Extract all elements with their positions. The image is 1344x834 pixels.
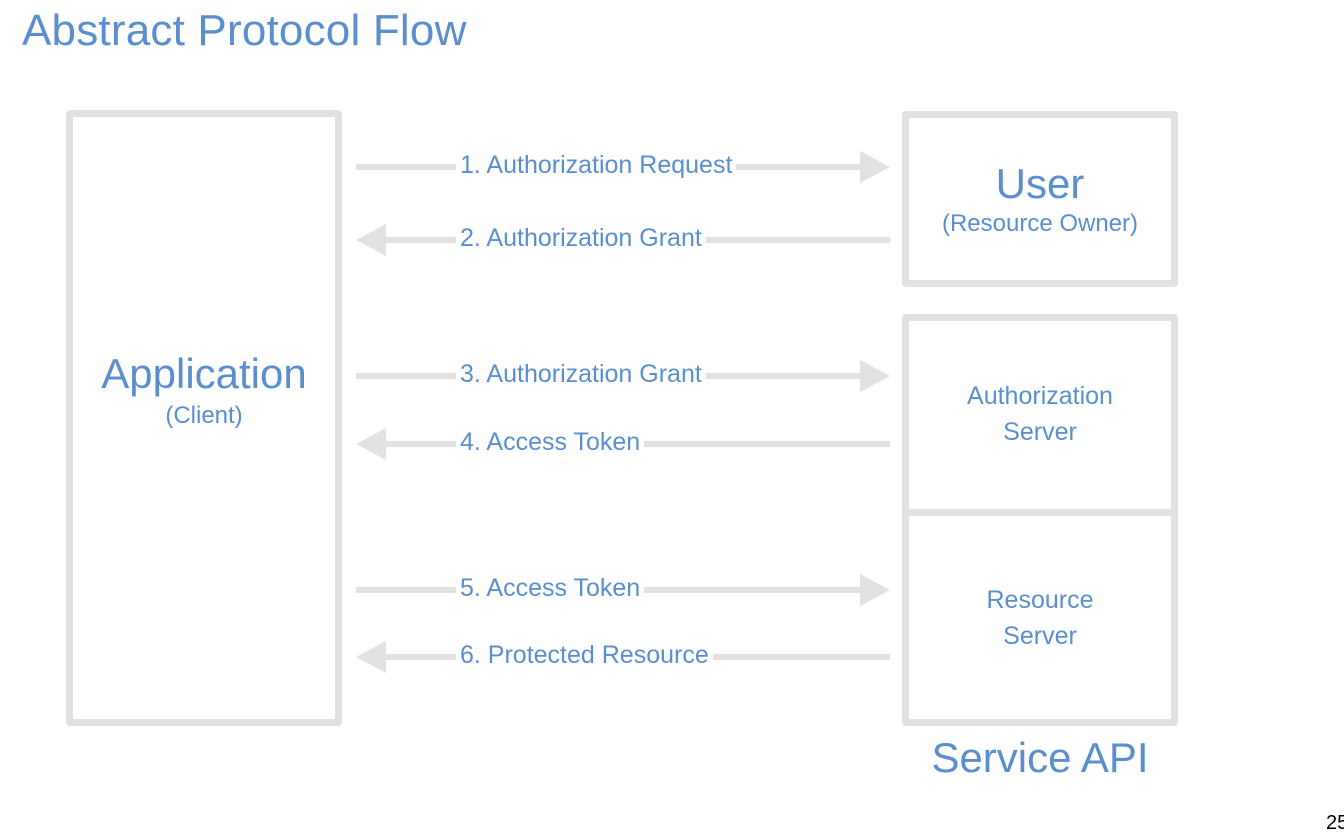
user-resource-owner-box — [902, 111, 1178, 287]
resource-owner-sublabel: (Resource Owner) — [941, 210, 1139, 237]
resource-server-line2: Server — [1003, 622, 1077, 650]
arrowhead-left-icon — [356, 224, 386, 256]
arrowhead-right-icon — [860, 151, 890, 183]
arrowhead-right-icon — [860, 360, 890, 392]
arrowhead-left-icon — [356, 641, 386, 673]
resource-server-line1: Resource — [986, 586, 1094, 614]
application-client-box — [66, 110, 342, 726]
service-api-box — [902, 314, 1178, 726]
arrowhead-right-icon — [860, 574, 890, 606]
arrowhead-left-icon — [356, 428, 386, 460]
user-label: User — [995, 160, 1085, 207]
flow-label-5: 5. Access Token — [456, 574, 645, 603]
flow-label-4: 4. Access Token — [456, 428, 645, 457]
flow-label-6: 6. Protected Resource — [456, 641, 713, 670]
diagram-title: Abstract Protocol Flow — [22, 6, 467, 55]
resource-server-label: Resource Server — [902, 582, 1178, 654]
client-sublabel: (Client) — [165, 402, 243, 429]
application-label: Application — [101, 350, 307, 397]
service-divider — [902, 509, 1178, 516]
flow-label-1: 1. Authorization Request — [456, 151, 737, 180]
flow-label-2: 2. Authorization Grant — [456, 224, 706, 253]
flow-label-3: 3. Authorization Grant — [456, 360, 706, 389]
authorization-server-label: Authorization Server — [902, 378, 1178, 450]
page-number: 25 — [1326, 812, 1344, 834]
authorization-server-line2: Server — [1003, 418, 1077, 446]
service-api-label: Service API — [931, 734, 1149, 781]
authorization-server-line1: Authorization — [967, 382, 1113, 410]
